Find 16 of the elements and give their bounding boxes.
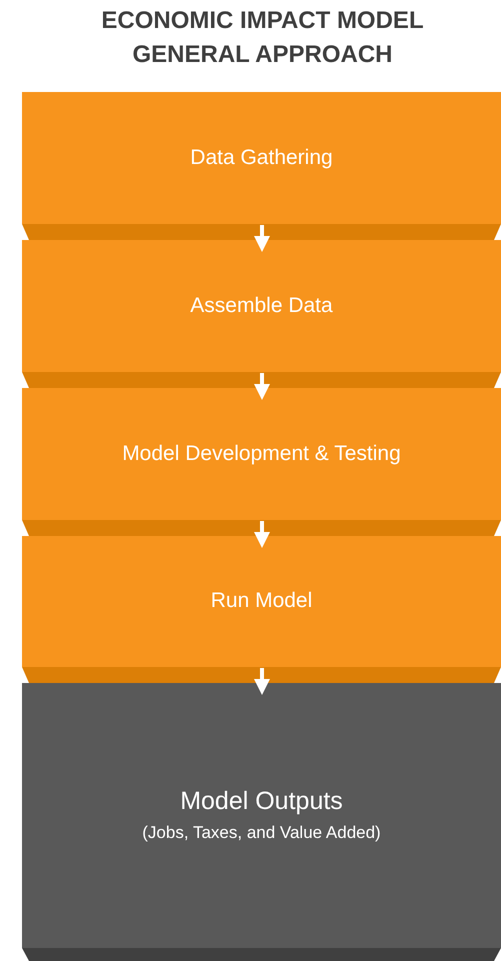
step-label: Assemble Data	[190, 292, 333, 319]
process-box	[22, 92, 501, 240]
process-box	[22, 536, 501, 683]
step-label: Run Model	[210, 588, 312, 614]
process-box	[22, 388, 501, 536]
arrow	[254, 373, 270, 400]
step-details: (Jobs, Taxes, and Value Added)	[142, 822, 381, 844]
arrow	[254, 521, 270, 548]
diagram-title: ECONOMIC IMPACT MODEL GENERAL APPROACH	[100, 6, 425, 70]
arrow	[254, 668, 270, 695]
process-box	[22, 683, 501, 961]
process-box	[22, 240, 501, 388]
step-label: Model Outputs	[180, 786, 343, 817]
arrow	[254, 225, 270, 252]
step-label: Data Gathering	[190, 144, 333, 171]
step-label: Model Development & Testing	[122, 440, 401, 467]
